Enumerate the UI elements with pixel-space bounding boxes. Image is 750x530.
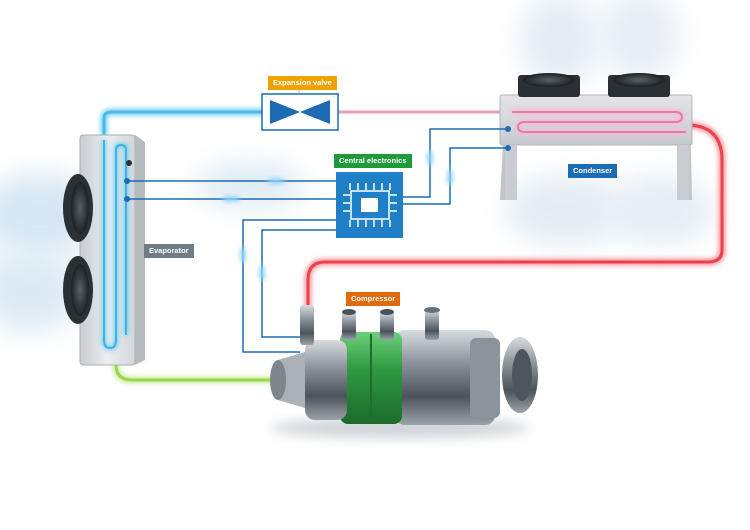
chip-icon <box>336 172 403 238</box>
evaporator-fan <box>63 174 93 242</box>
evaporator-label: Evaporator <box>144 244 194 258</box>
condenser-fan <box>518 73 580 97</box>
signal-indicators <box>222 150 453 281</box>
expansion-valve-label: Expansion valve <box>268 76 337 90</box>
condenser-fan <box>608 73 670 97</box>
condenser-label: Condenser <box>568 164 618 178</box>
central-electronics-label: Central electronics <box>334 154 412 168</box>
refrigerant-pipes <box>100 108 726 384</box>
compressor-unit <box>270 305 538 438</box>
evaporator-fan <box>63 256 93 324</box>
compressor-label: Compressor <box>346 292 401 306</box>
condenser-unit <box>499 73 693 200</box>
control-lines <box>127 128 508 353</box>
airflow-clouds <box>0 0 715 330</box>
expansion-valve-symbol <box>261 93 339 131</box>
evaporator-unit <box>63 134 145 366</box>
